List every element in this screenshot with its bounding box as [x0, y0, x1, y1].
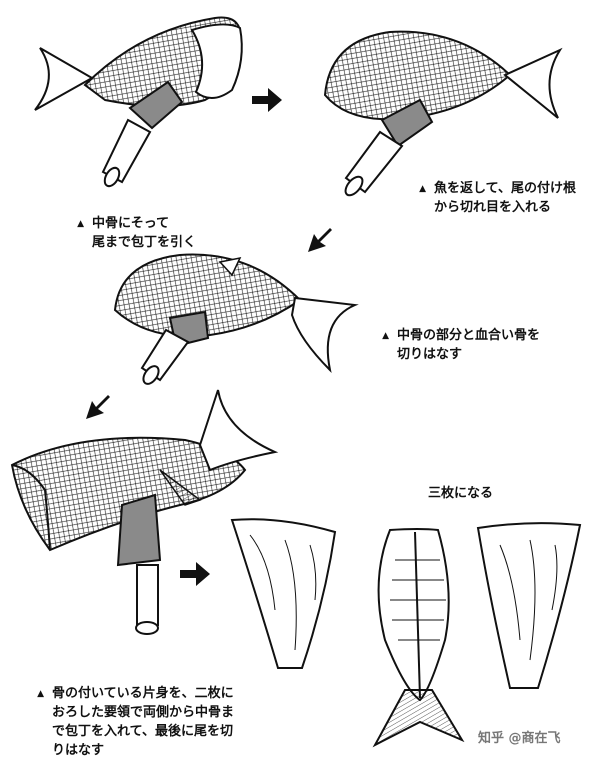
step4-knife-handle-end — [135, 621, 159, 635]
step4-fillet-cut-edge — [11, 464, 51, 551]
triangle-marker-icon: ▲ — [382, 331, 389, 341]
watermark: 知乎 @商在飞 — [478, 731, 561, 746]
step1-fish-tail — [34, 47, 95, 111]
step1-knife-handle — [101, 118, 152, 184]
step1-illustration — [34, 16, 243, 188]
step4-fins — [159, 469, 202, 506]
right-arrow-2 — [180, 562, 210, 586]
result-backbone-tail — [372, 689, 465, 748]
step4-text: 骨の付いている片身を、二枚に おろした要領で両側から中骨ま で包丁を入れて、最後… — [51, 686, 234, 758]
down-left-arrow-2 — [86, 395, 110, 419]
step2-knife-blade — [380, 98, 434, 148]
step2-knife-handle-end — [344, 175, 364, 197]
step4-caption: ▲ 骨の付いている片身を、二枚に おろした要領で両側から中骨ま で包丁を入れて、最… — [28, 665, 234, 760]
step3-illustration — [113, 253, 359, 385]
triangle-marker-icon: ▲ — [77, 219, 84, 229]
right-arrow-1 — [252, 88, 282, 112]
step4-tail — [198, 389, 279, 472]
step1-text: 中骨にそって 尾まで包丁を引く — [91, 216, 196, 250]
step1-caption: ▲ 中骨にそって 尾まで包丁を引く — [68, 195, 196, 252]
step3-fish-tail — [290, 296, 359, 374]
result-label: 三枚になる — [428, 486, 494, 501]
step1-fish-head — [190, 23, 243, 99]
result-backbone — [372, 528, 465, 748]
step2-caption: ▲ 魚を返して、尾の付け根 から切れ目を入れる — [410, 160, 576, 217]
step3-fish-body — [113, 253, 302, 338]
step1-knife-handle-end — [103, 166, 121, 188]
step4-knife-handle — [136, 564, 159, 626]
result-fillet-right — [476, 522, 582, 689]
step2-text: 魚を返して、尾の付け根 から切れ目を入れる — [433, 181, 576, 215]
triangle-marker-icon: ▲ — [419, 184, 426, 194]
step1-knife-blade — [128, 80, 184, 130]
triangle-marker-icon: ▲ — [37, 689, 44, 699]
step4-knife-blade — [116, 493, 162, 567]
step4-fillet-piece — [10, 436, 247, 552]
down-left-arrow-1 — [308, 228, 332, 252]
step4-illustration — [10, 389, 279, 635]
step2-illustration — [323, 30, 563, 197]
step3-knife-handle-end — [142, 365, 160, 385]
step3-caption: ▲ 中骨の部分と血合い骨を 切りはなす — [373, 307, 540, 364]
step2-fish-tail — [503, 47, 563, 119]
result-fillet-left — [230, 518, 337, 669]
step3-text: 中骨の部分と血合い骨を 切りはなす — [396, 328, 540, 362]
step3-fish-fin — [218, 256, 242, 277]
